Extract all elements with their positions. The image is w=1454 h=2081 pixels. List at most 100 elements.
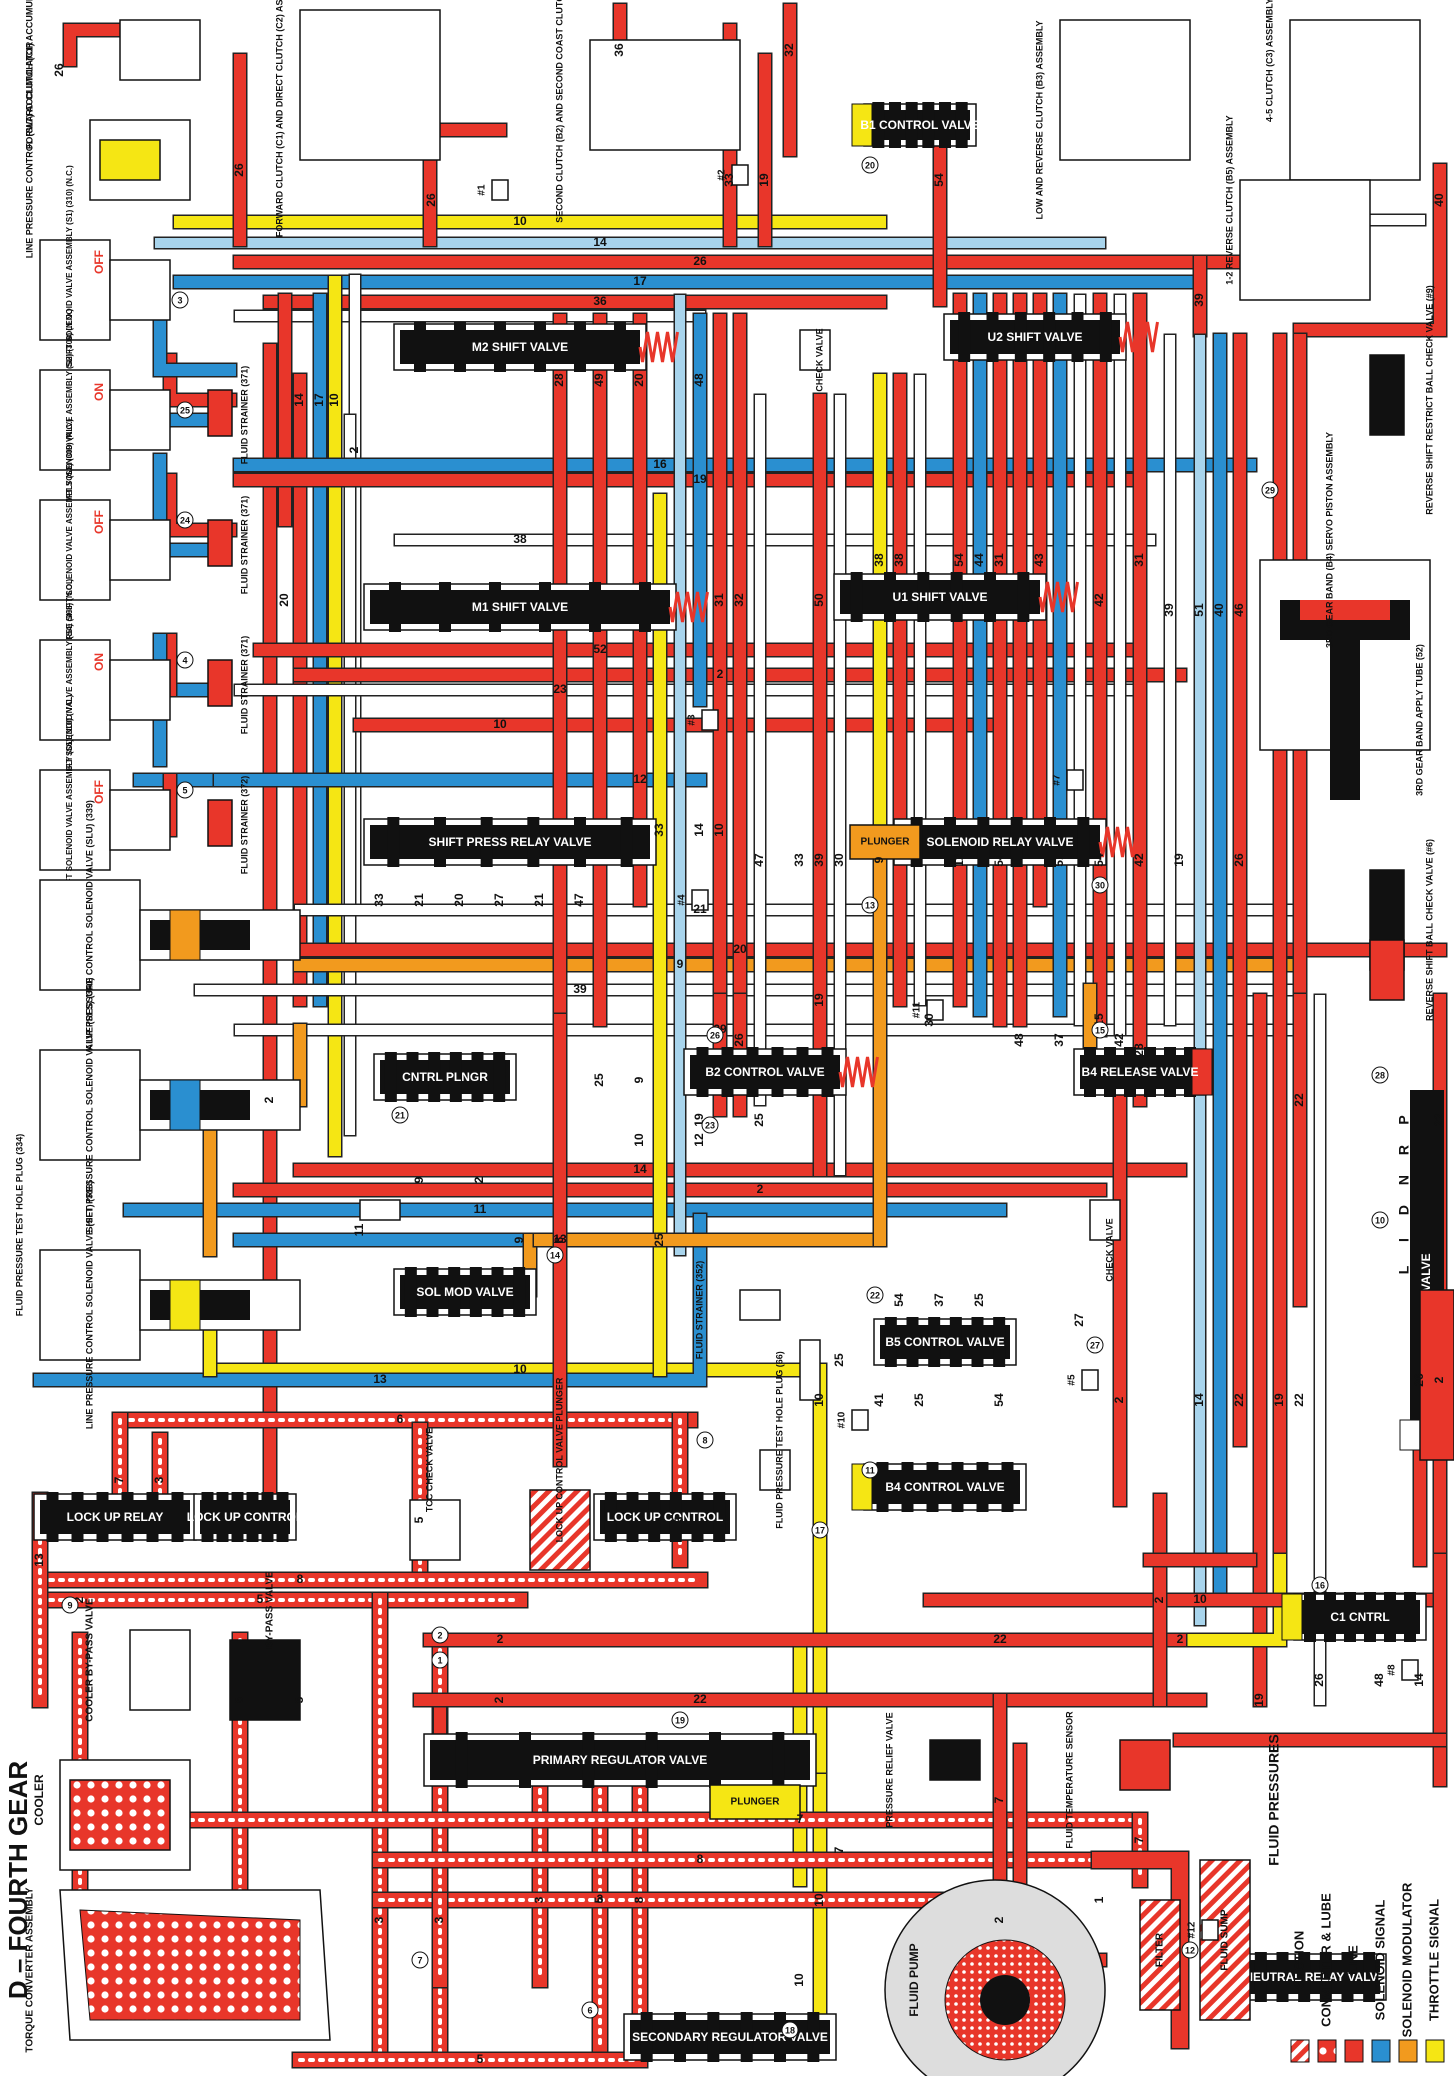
torque-converter-label: TORQUE CONVERTER ASSEMBLY: [25, 1887, 36, 2053]
svg-text:5: 5: [182, 785, 187, 795]
circled-number: 7: [411, 1951, 429, 1969]
svg-text:22: 22: [870, 1290, 880, 1300]
passage-number: 26: [1412, 1373, 1426, 1387]
passage-number: 26: [52, 63, 66, 77]
passage-number: 20: [733, 942, 747, 956]
check-valve-label: CHECK VALVE: [1104, 1218, 1114, 1281]
passage-number: 14: [692, 823, 706, 837]
passage-number: 8: [297, 1572, 304, 1586]
passage-number: 33: [722, 173, 736, 187]
passage-number: 9: [677, 957, 684, 971]
passage-number: 19: [1252, 1693, 1266, 1707]
passage-number: 33: [652, 823, 666, 837]
plunger-orange: [849, 824, 921, 860]
svg-text:19: 19: [675, 1715, 685, 1725]
svg-text:16: 16: [1315, 1580, 1325, 1590]
passage-number: 2: [757, 1182, 764, 1196]
passage-number: 2: [1177, 1632, 1184, 1646]
solenoid-s4: ON 3-4, 4-5 SHIFT SOLENOID VALVE ASSEMBLY…: [39, 578, 171, 811]
diagram-title: D – FOURTH GEAR: [3, 1761, 33, 2000]
passage-number: 14: [292, 393, 306, 407]
passage-number: 26: [1232, 853, 1246, 867]
circled-number: 15: [1091, 1021, 1109, 1039]
solenoid-state: ON: [92, 653, 106, 671]
legend-label: THROTTLE SIGNAL: [1426, 1899, 1441, 2021]
u2-shift-valve: U2 SHIFT VALVE: [943, 312, 1159, 362]
b5-clutch-assembly: [1239, 179, 1371, 301]
tcc-label: TCC CHECK VALVE: [424, 1428, 434, 1512]
passage-number: 28: [552, 373, 566, 387]
b2-control-valve: B2 CONTROL VALVE: [683, 1047, 879, 1097]
passage-number: 7: [1132, 1836, 1146, 1843]
passage-number: 38: [872, 553, 886, 567]
passage-number: 26: [232, 163, 246, 177]
valve-label: LOCK UP CONTROL: [607, 1510, 723, 1524]
b1-control-valve: B1 CONTROL VALVE: [851, 102, 980, 148]
fluid-filter: [1139, 1899, 1181, 2011]
passage-number: 31: [1132, 553, 1146, 567]
shift-press-relay-valve: SHIFT PRESS RELAY VALVE: [363, 817, 657, 867]
passage-number: 6: [397, 1412, 404, 1426]
passage-number: 11: [474, 1202, 487, 1216]
circled-number: 20: [861, 156, 879, 174]
check-ball: [1081, 1369, 1099, 1391]
passage-number: 32: [782, 43, 796, 57]
passage-number: 47: [572, 893, 586, 907]
c3-clutch-assembly: [1289, 19, 1421, 181]
passage-number: 22: [1232, 1393, 1246, 1407]
primary-plunger: [709, 1784, 801, 1820]
passage-number: 10: [632, 1133, 646, 1147]
passage-number: 9: [412, 1176, 426, 1183]
check-ball: [491, 179, 509, 201]
solenoid-label: 1-2, 2-3 REVERSE SHIFT SOLENOID VALVE AS…: [65, 418, 74, 691]
passage-number: 54: [932, 173, 946, 187]
b4-release-valve: B4 RELEASE VALVE: [1073, 1047, 1213, 1097]
manual-valve-line: [1419, 1289, 1454, 1461]
check-valve-mid: [1089, 1199, 1121, 1241]
b5-label: 1-2 REVERSE CLUTCH (B5) ASSEMBLY: [1224, 115, 1234, 284]
b3-label: LOW AND REVERSE CLUTCH (B3) ASSEMBLY: [1034, 20, 1044, 219]
passage-number: 2: [262, 1096, 276, 1103]
passage-number: 7: [992, 1796, 1006, 1803]
passage-number: 27: [1072, 1313, 1086, 1327]
legend-item-solenoid_modulator: SOLENOID MODULATOR: [1398, 1882, 1418, 2063]
circled-number: 19: [671, 1711, 689, 1729]
passage-number: 2: [492, 1696, 506, 1703]
passage-number: 39: [812, 853, 826, 867]
check-ball-label: #8: [1387, 1664, 1398, 1676]
test-plug-label: FLUID PRESSURE TEST HOLE PLUG (334): [14, 1134, 24, 1317]
passage-number: 43: [1032, 553, 1046, 567]
check-ball: [1401, 1659, 1419, 1681]
svg-text:6: 6: [587, 2005, 592, 2015]
u1-shift-valve: U1 SHIFT VALVE: [833, 572, 1079, 622]
passage-number: 10: [513, 1362, 527, 1376]
bypass-valve: [229, 1639, 301, 1721]
valve-label: SECONDARY REGULATOR VALVE: [632, 2030, 828, 2044]
passage-number: 25: [832, 1353, 846, 1367]
svg-text:25: 25: [180, 405, 190, 415]
passage-number: 16: [653, 457, 667, 471]
check-ball: [1066, 769, 1084, 791]
passage-number: 27: [492, 893, 506, 907]
svg-text:7: 7: [417, 1955, 422, 1965]
passage-number: 26: [1312, 1673, 1326, 1687]
passage-number: 51: [1192, 603, 1206, 617]
test-plug-66: [759, 1449, 791, 1491]
lock-up-plunger: [529, 1489, 591, 1571]
svg-text:24: 24: [180, 515, 190, 525]
circled-number: 6: [581, 2001, 599, 2019]
circled-number: 27: [1086, 1336, 1104, 1354]
passage-number: 40: [1212, 603, 1226, 617]
check-ball-label: #10: [837, 1411, 848, 1428]
fluid-passage: [1292, 162, 1448, 338]
solenoid-label: LINE PRESSURE CONTROL SOLENOID VALVE (SL…: [84, 1181, 94, 1429]
c1-control-valve: C1 CNTRL: [1281, 1592, 1427, 1642]
passage-number: 2: [717, 667, 724, 681]
passage-number: 3: [372, 1916, 386, 1923]
solenoid-label: 3-4, 4-5 SHIFT SOLENOID VALVE ASSEMBLY (…: [65, 578, 74, 811]
passage-number: 48: [1012, 1033, 1026, 1047]
solenoid-label: LOCK UP PRESSURE CONTROL SOLENOID VALVE …: [84, 800, 94, 1070]
circled-number: 3: [171, 291, 189, 309]
